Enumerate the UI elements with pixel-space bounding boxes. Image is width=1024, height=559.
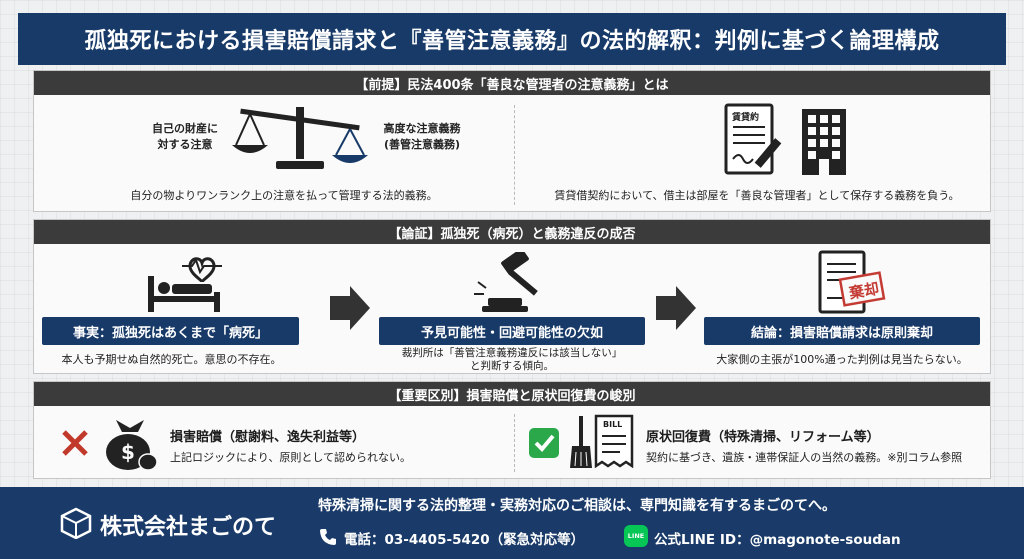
- company-name: 株式会社まごのて: [100, 515, 277, 540]
- distinction-section: 【重要区別】損害賠償と原状回復費の峻別 $ 損害賠償（慰謝料、逸失利益等） 上記…: [33, 381, 991, 479]
- argument-section: 【論証】孤独死（病死）と義務違反の成否 事実：孤独死はあくまで「病死」 本人も予…: [33, 219, 991, 374]
- damages-title: 損害賠償（慰謝料、逸失利益等）: [170, 430, 366, 445]
- page-title: 孤独死における損害賠償請求と『善管注意義務』の法的解釈：判例に基づく論理構成: [18, 13, 1006, 65]
- step1-fact-label: 事実：孤独死はあくまで「病死」: [42, 317, 299, 345]
- company-logo-icon: [60, 507, 92, 539]
- premise-section: 【前提】民法400条「善良な管理者の注意義務」とは 自己の財産に 対する注意 高…: [33, 70, 991, 212]
- phone-link[interactable]: 電話：03-4405-5420（緊急対応等）: [344, 532, 585, 548]
- footer-message: 特殊清掃に関する法的整理・実務対応のご相談は、専門知識を有するまごのてへ。: [318, 498, 836, 514]
- footer: 株式会社まごのて 特殊清掃に関する法的整理・実務対応のご相談は、専門知識を有する…: [0, 487, 1024, 559]
- hospital-bed-heartbeat-icon: [144, 252, 224, 314]
- gavel-icon: [472, 252, 552, 314]
- premise-right-caption: 賃貸借契約において、借主は部屋を「善良な管理者」として保存する義務を負う。: [554, 189, 960, 202]
- line-app-icon: LINE: [624, 525, 648, 547]
- damages-caption: 上記ロジックにより、原則として認められない。: [170, 451, 412, 464]
- premise-heading: 【前提】民法400条「善良な管理者の注意義務」とは: [34, 71, 990, 95]
- distinction-heading: 【重要区別】損害賠償と原状回復費の峻別: [34, 382, 990, 406]
- red-cross-icon: [60, 428, 90, 458]
- restoration-cost-title: 原状回復費（特殊清掃、リフォーム等）: [646, 430, 880, 445]
- premise-left-caption: 自分の物よりワンランク上の注意を払って管理する法的義務。: [130, 189, 438, 202]
- balance-scale-icon: [230, 103, 370, 175]
- high-duty-of-care-label: 高度な注意義務 (善管注意義務): [383, 122, 461, 151]
- step3-caption: 大家側の主張が100%通った判例は見当たらない。: [716, 353, 968, 366]
- bill-document-icon: [594, 414, 634, 468]
- line-badge-text: LINE: [627, 532, 645, 540]
- premise-divider: [514, 105, 515, 205]
- step2-caption: 裁判所は「善管注意義務違反には該当しない」 と判断する傾向。: [401, 347, 623, 372]
- phone-icon: [318, 527, 338, 547]
- apartment-building-icon: [800, 107, 848, 177]
- arrow-right-icon: [656, 286, 696, 330]
- contract-document-label: 賃貸約: [732, 113, 760, 123]
- green-check-icon: [528, 427, 560, 459]
- line-id-link[interactable]: 公式LINE ID：@magonote-soudan: [654, 532, 901, 548]
- step3-conclusion-label: 結論：損害賠償請求は原則棄却: [704, 317, 980, 345]
- distinction-divider: [514, 414, 515, 472]
- arrow-right-icon: [330, 286, 370, 330]
- restoration-cost-caption: 契約に基づき、遺族・連帯保証人の当然の義務。※別コラム参照: [646, 451, 963, 464]
- bill-label: BILL: [603, 420, 623, 429]
- argument-heading: 【論証】孤独死（病死）と義務違反の成否: [34, 220, 990, 244]
- rejected-document-icon: [816, 250, 886, 316]
- own-property-care-label: 自己の財産に 対する注意: [152, 122, 218, 151]
- step2-foreseeability-label: 予見可能性・回避可能性の欠如: [379, 317, 645, 345]
- step1-caption: 本人も予期せぬ自然的死亡。意思の不存在。: [61, 353, 282, 366]
- cleaning-broom-icon: [570, 416, 592, 468]
- svg-text:$: $: [121, 440, 135, 464]
- contract-document-icon: [724, 103, 786, 179]
- money-bag-icon: $: [102, 414, 158, 472]
